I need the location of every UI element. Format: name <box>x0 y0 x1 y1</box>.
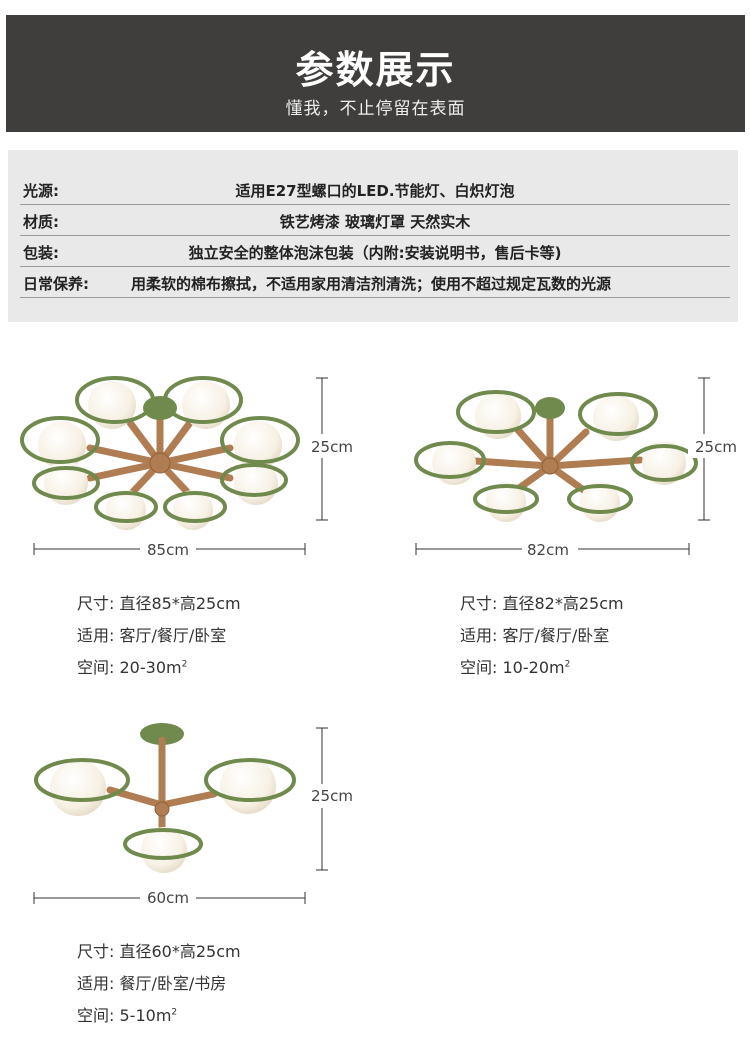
spec-value: 客厅/餐厅/卧室 <box>502 626 610 645</box>
header-banner: 参数展示 懂我，不止停留在表面 <box>6 15 745 132</box>
param-label: 材质: <box>23 213 59 231</box>
spec-value: 直径85*高25cm <box>119 594 241 613</box>
height-dimension-label: 25cm <box>311 438 353 456</box>
spec-label: 尺寸: <box>460 594 498 613</box>
parameter-table: 光源: 适用E27型螺口的LED.节能灯、白炽灯泡 材质: 铁艺烤漆 玻璃灯罩 … <box>8 150 738 322</box>
spec-value: 餐厅/卧室/书房 <box>119 974 227 993</box>
spec-label: 空间: <box>77 1006 115 1025</box>
param-row-packaging: 包装: 独立安全的整体泡沫包装（内附:安装说明书，售后卡等) <box>20 237 730 267</box>
lamp-8-head-image <box>20 376 356 561</box>
spec-label: 空间: <box>77 658 115 677</box>
height-dimension-label: 25cm <box>695 438 737 456</box>
height-dimension-label: 25cm <box>311 787 353 805</box>
param-label: 包装: <box>23 244 59 262</box>
product-specs: 尺寸: 直径82*高25cm 适用: 客厅/餐厅/卧室 空间: 10-20m2 <box>460 590 624 686</box>
page-subtitle: 懂我，不止停留在表面 <box>285 99 466 119</box>
param-label: 日常保养: <box>23 275 89 293</box>
param-value: 独立安全的整体泡沫包装（内附:安装说明书，售后卡等) <box>188 244 562 262</box>
product-specs: 尺寸: 直径60*高25cm 适用: 餐厅/卧室/书房 空间: 5-10m2 <box>77 938 241 1034</box>
lamp-3-head-image <box>33 723 356 910</box>
param-value: 适用E27型螺口的LED.节能灯、白炽灯泡 <box>235 182 515 200</box>
spec-label: 尺寸: <box>77 942 115 961</box>
spec-value: 10-20m <box>502 658 565 677</box>
spec-label: 适用: <box>77 974 115 993</box>
spec-label: 适用: <box>77 626 115 645</box>
spec-label: 空间: <box>460 658 498 677</box>
spec-value: 直径82*高25cm <box>502 594 624 613</box>
lamp-6-head-image <box>414 377 740 561</box>
spec-unit: 2 <box>171 1007 178 1018</box>
param-row-light-source: 光源: 适用E27型螺口的LED.节能灯、白炽灯泡 <box>20 175 730 205</box>
width-dimension-label: 60cm <box>147 889 189 907</box>
param-row-material: 材质: 铁艺烤漆 玻璃灯罩 天然实木 <box>20 206 730 236</box>
page-title: 参数展示 <box>295 48 456 92</box>
spec-label: 适用: <box>460 626 498 645</box>
param-row-maintenance: 日常保养: 用柔软的棉布擦拭，不适用家用清洁剂清洗；使用不超过规定瓦数的光源 <box>20 268 730 298</box>
param-label: 光源: <box>23 182 59 200</box>
param-value: 铁艺烤漆 玻璃灯罩 天然实木 <box>279 213 471 231</box>
param-value: 用柔软的棉布擦拭，不适用家用清洁剂清洗；使用不超过规定瓦数的光源 <box>131 275 612 293</box>
spec-value: 直径60*高25cm <box>119 942 241 961</box>
spec-unit: 2 <box>181 659 188 670</box>
width-dimension-label: 82cm <box>527 541 569 559</box>
spec-value: 客厅/餐厅/卧室 <box>119 626 227 645</box>
spec-value: 5-10m <box>119 1006 172 1025</box>
product-specs: 尺寸: 直径85*高25cm 适用: 客厅/餐厅/卧室 空间: 20-30m2 <box>77 590 241 686</box>
spec-label: 尺寸: <box>77 594 115 613</box>
spec-unit: 2 <box>564 659 571 670</box>
width-dimension-label: 85cm <box>147 541 189 559</box>
spec-value: 20-30m <box>119 658 182 677</box>
